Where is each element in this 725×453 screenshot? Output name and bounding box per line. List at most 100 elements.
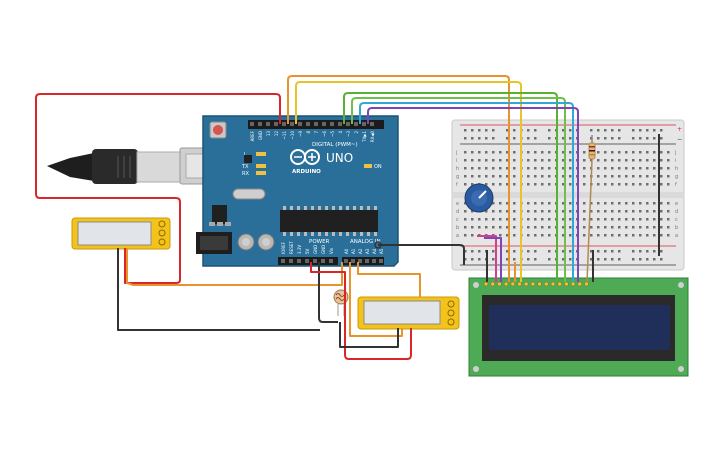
power-pin-label: Vin [329,247,334,254]
digital-pin-hole[interactable] [338,122,342,126]
digital-pin-hole[interactable] [330,122,334,126]
led-tx-label: TX [241,164,249,170]
digital-pin-hole[interactable] [314,122,318,126]
wire-orange-photo [357,262,421,297]
bb-row-letter: f [675,182,677,188]
power-pin-hole[interactable] [329,259,333,263]
analog-pin-hole[interactable] [379,259,383,263]
power-pin-label: 5V [305,248,310,254]
analog-pin-label: A4 [372,248,377,254]
bb-row-letter: i [456,158,457,164]
digital-pin-label: 4 [338,131,343,134]
lcd-pin [544,281,549,287]
digital-pin-hole[interactable] [258,122,262,126]
bb-row-letter: h [456,166,459,172]
rail-plus-label: + [677,126,682,133]
wire-purple-bb [484,237,502,282]
wire-green-d5 [343,92,558,282]
power-pin-hole[interactable] [281,259,285,263]
lcd-screen [489,305,670,350]
led-rx-label: RX [242,171,249,177]
digital-pin-hole[interactable] [346,122,350,126]
wires [35,75,660,360]
wire-black-left [117,248,320,331]
wire-orange-d12 [287,75,510,282]
lcd-pin [517,281,522,287]
analog-pin-hole[interactable] [344,259,348,263]
bb-row-letter: j [674,150,676,156]
power-pin-hole[interactable] [321,259,325,263]
wire-pink-bb [477,235,497,282]
digital-pin-hole[interactable] [282,122,286,126]
lcd-pin [584,281,589,287]
wire-yellow-d11 [295,81,522,282]
analog-pin-hole[interactable] [358,259,362,263]
digital-pin-label: ~10 [290,131,295,140]
analog-pin-hole[interactable] [372,259,376,263]
bb-row-letter: e [675,201,678,207]
digital-pin-label: 12 [274,131,279,137]
lcd-pin [577,281,583,287]
potentiometer[interactable] [464,183,494,213]
power-pin-hole[interactable] [305,259,309,263]
digital-pin-hole[interactable] [362,122,366,126]
power-pin-label: IOREF [281,241,286,254]
sensor-module-left [71,217,171,250]
digital-pin-label: GND [258,131,263,140]
analog-pin-label: A3 [365,248,370,254]
lcd-pin [510,281,516,287]
wire-red-5v [310,262,346,340]
led-on-label: ON [374,164,382,170]
power-pin-hole[interactable] [297,259,301,263]
power-pin-label: GND [313,245,318,254]
atmega-chip [280,210,378,232]
bb-row-letter: a [675,233,678,239]
digital-pin-label: 8 [306,131,311,134]
analog-pin-hole[interactable] [365,259,369,263]
digital-pin-hole[interactable] [298,122,302,126]
power-pin-hole[interactable] [313,259,317,263]
usb-cable [47,147,227,185]
analog-pin-label: A2 [358,248,363,254]
digital-pin-label: RX◀0 [370,131,375,143]
digital-header-label: DIGITAL (PWM~) [312,142,358,148]
power-pin-label: 3.3V [297,245,302,254]
digital-pin-label: ~11 [282,131,287,140]
bb-row-letter: c [675,217,678,223]
lcd-pin [523,281,529,287]
lcd-pin [564,281,569,287]
analog-pin-label: A0 [344,248,349,254]
digital-pin-hole[interactable] [250,122,254,126]
digital-pin-hole[interactable] [306,122,310,126]
digital-pin-label: ~9 [298,131,303,137]
digital-pin-hole[interactable] [290,122,294,126]
wire-red-top [35,93,281,284]
bb-row-letter: d [456,209,459,215]
wire-black-gnd2 [318,262,338,323]
lcd-pin [497,281,502,287]
digital-pin-label: 7 [314,131,319,134]
bb-row-letter: j [455,150,457,156]
analog-pin-label: A1 [351,248,356,254]
analog-header-label: ANALOG IN [350,239,381,245]
voltage-regulator [212,205,227,224]
analog-pin-hole[interactable] [351,259,355,263]
sensor-module-right [357,296,460,330]
power-header-label: POWER [309,239,330,245]
digital-pin-hole[interactable] [354,122,358,126]
digital-pin-hole[interactable] [274,122,278,126]
digital-pin-hole[interactable] [266,122,270,126]
power-pin-hole[interactable] [289,259,293,263]
digital-pin-label: 2 [354,131,359,134]
bb-row-letter: h [675,166,678,172]
digital-pin-hole[interactable] [322,122,326,126]
wire-purple-d2 [367,107,579,282]
digital-pin-hole[interactable] [370,122,374,126]
model-label: UNO [326,151,353,165]
power-pin-label: RESET [289,241,294,254]
lcd-display [468,277,689,377]
